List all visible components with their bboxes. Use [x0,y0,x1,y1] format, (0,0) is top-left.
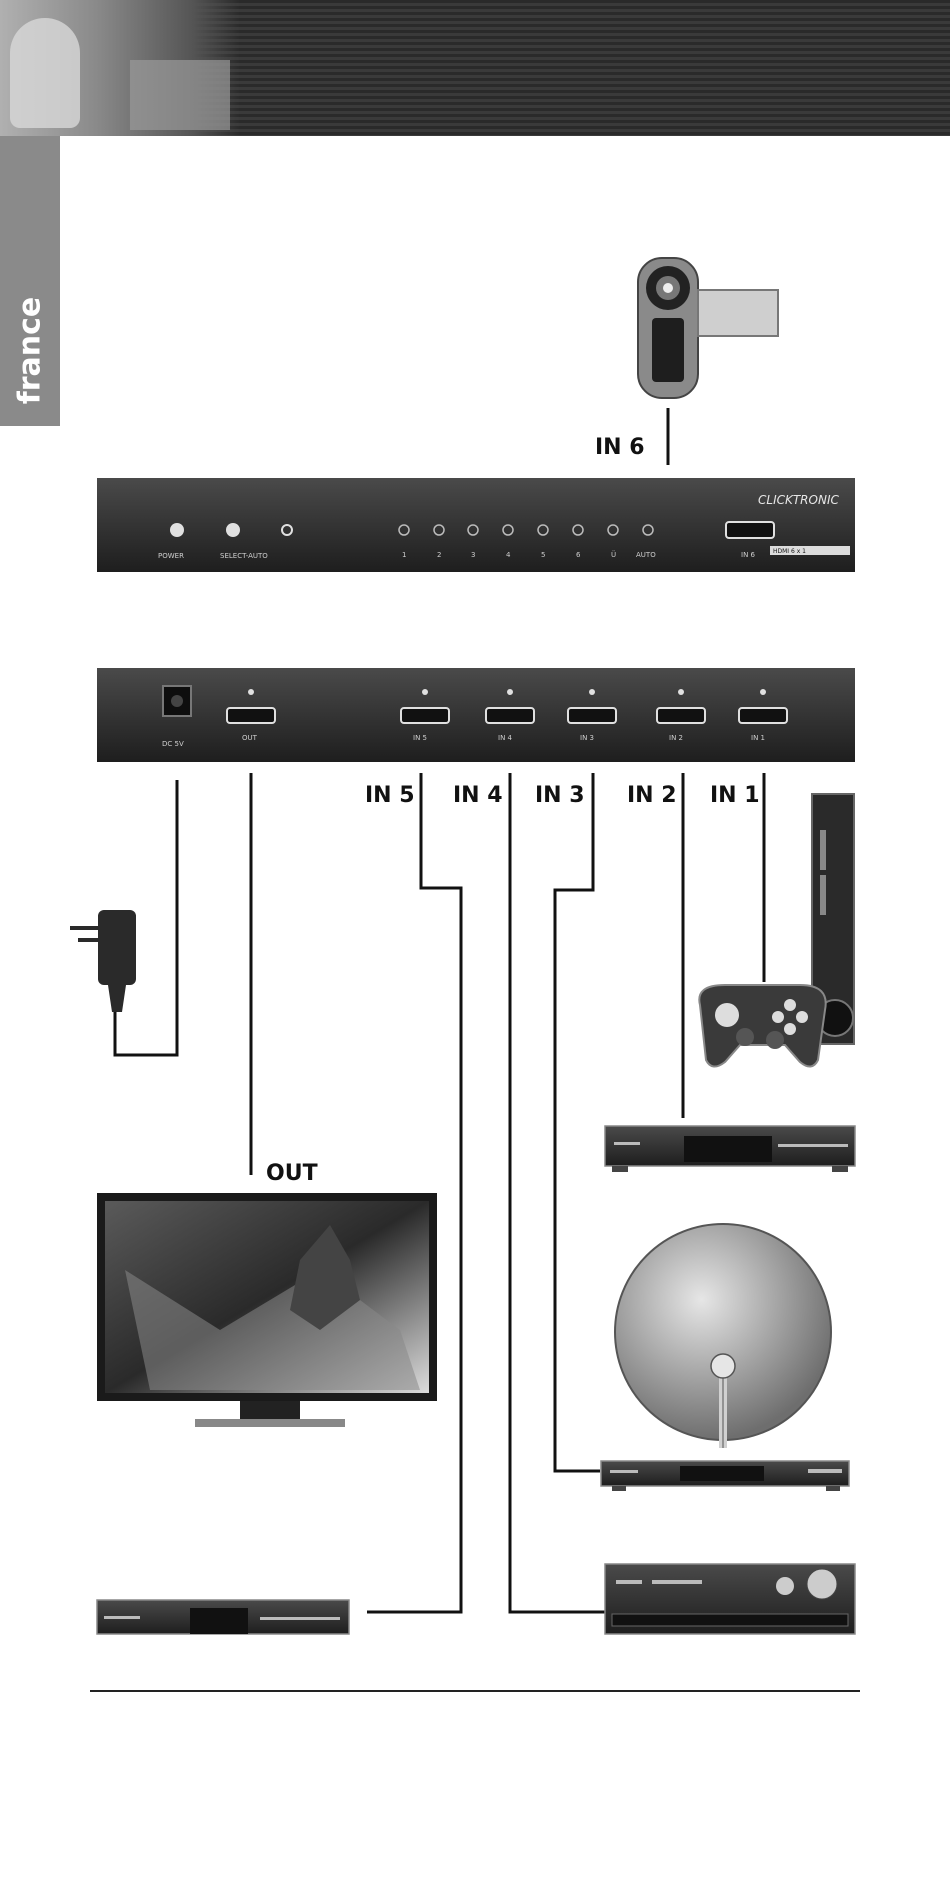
port-in2 [657,708,705,723]
led-label-6: 6 [576,551,581,559]
led-label-1: 1 [402,551,406,559]
label-in3: IN 3 [535,783,585,808]
led-label-3: 3 [471,551,475,559]
label-in6: IN 6 [595,435,645,460]
av-receiver-icon [605,1564,855,1634]
back-label-in2: IN 2 [669,734,683,742]
front-label-select-auto: SELECT-AUTO [220,552,268,560]
switch-back-panel: DC 5V OUT IN 5 IN 4 IN 3 IN 2 IN 1 [97,668,855,762]
back-label-in1: IN 1 [751,734,765,742]
wire-in5 [367,773,461,1612]
dvd-player-icon [605,1126,855,1172]
power-button [170,523,184,537]
led-label-ir: Ü [611,550,616,559]
satellite-dish-icon [615,1224,831,1448]
wire-in3 [555,773,600,1471]
label-in2: IN 2 [627,783,677,808]
game-console-icon [699,794,854,1067]
back-label-dc: DC 5V [162,740,184,748]
label-out: OUT [266,1161,318,1186]
back-label-in5: IN 5 [413,734,427,742]
port-in1 [739,708,787,723]
brand-logo: CLICKTRONIC [758,493,839,507]
port-out [227,708,275,723]
back-label-out: OUT [242,734,258,742]
select-auto-button [226,523,240,537]
back-label-in4: IN 4 [498,734,513,742]
label-in5: IN 5 [365,783,415,808]
front-port-label: IN 6 [741,551,756,559]
switch-front-panel: POWER SELECT-AUTO 1 2 3 4 5 6 Ü AUTO IN … [97,478,855,572]
led-label-4: 4 [506,551,511,559]
port-in3 [568,708,616,723]
led-label-2: 2 [437,551,441,559]
power-adapter-icon [70,910,136,1012]
hdmi-badge-text: HDMI 6 x 1 [773,548,806,555]
led-label-auto: AUTO [636,551,656,559]
satellite-receiver-icon [601,1461,849,1491]
port-in5 [401,708,449,723]
back-label-in3: IN 3 [580,734,594,742]
led-label-5: 5 [541,551,545,559]
footer-rule [90,1690,860,1692]
set-top-box-icon [97,1600,349,1634]
camcorder-icon [638,258,778,398]
front-label-power: POWER [158,552,184,560]
label-in1: IN 1 [710,783,760,808]
port-in4 [486,708,534,723]
wire-in4 [510,773,605,1612]
label-in4: IN 4 [453,783,503,808]
front-hdmi-port [726,522,774,538]
television-icon [97,1193,437,1427]
